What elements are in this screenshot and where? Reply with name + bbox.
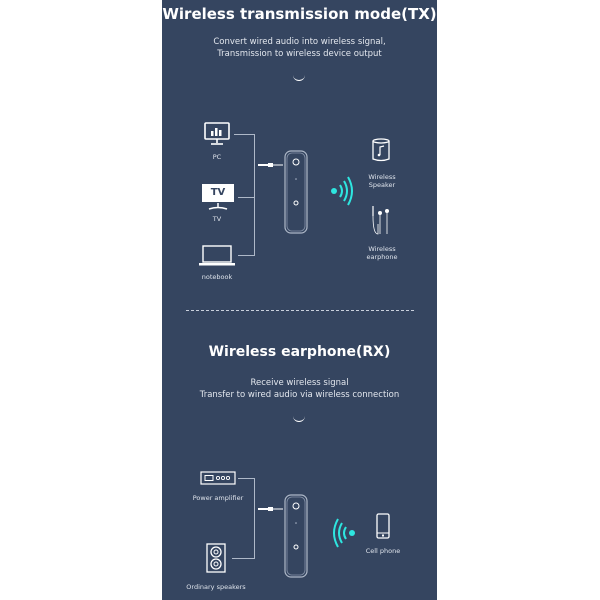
- connector-line: [234, 134, 254, 135]
- connector-line: [238, 255, 254, 256]
- connector-line: [254, 478, 255, 559]
- wireless-signal-icon: [331, 176, 353, 206]
- laptop-icon: [199, 245, 235, 266]
- chevron-down-icon: [293, 415, 305, 422]
- wireless-earphone-label-1: Wireless: [368, 245, 396, 253]
- amplifier-icon: [200, 471, 236, 485]
- rx-subtitle-1: Receive wireless signal: [250, 378, 349, 388]
- section-divider: [186, 310, 414, 311]
- tx-subtitle-2: Transmission to wireless device output: [217, 49, 382, 59]
- earphone-icon: [372, 206, 389, 235]
- pc-label: PC: [212, 153, 222, 161]
- rx-subtitle-2: Transfer to wired audio via wireless con…: [199, 390, 400, 400]
- chevron-down-icon: [293, 74, 305, 81]
- speakers-icon: [206, 543, 226, 573]
- speaker-icon: [372, 138, 390, 162]
- wireless-speaker-label-1: Wireless: [368, 173, 396, 181]
- connector-line: [238, 197, 254, 198]
- connector-line: [254, 134, 255, 256]
- connector-line: [238, 478, 254, 479]
- tv-stand-icon: [208, 203, 228, 210]
- audio-jack-icon: [258, 507, 283, 511]
- audio-jack-icon: [258, 163, 283, 167]
- wireless-earphone-label-2: earphone: [366, 253, 398, 261]
- tx-subtitle-1: Convert wired audio into wireless signal…: [213, 37, 386, 47]
- speakers-label: Ordinary speakers: [186, 583, 246, 591]
- bluetooth-adapter-icon: [284, 494, 308, 578]
- cell-phone-icon: [376, 513, 390, 539]
- rx-title: Wireless earphone(RX): [208, 344, 391, 360]
- notebook-label: notebook: [201, 273, 233, 281]
- infographic-panel: Wireless transmission mode(TX) Convert w…: [162, 0, 437, 600]
- wireless-speaker-label-2: Speaker: [368, 181, 396, 189]
- bluetooth-adapter-icon: [284, 150, 308, 234]
- tx-title: Wireless transmission mode(TX): [162, 5, 437, 23]
- cell-phone-label: Cell phone: [365, 547, 401, 555]
- connector-line: [232, 558, 254, 559]
- amplifier-label: Power amplifier: [192, 494, 244, 502]
- wireless-signal-icon: [333, 518, 355, 548]
- monitor-icon: [204, 122, 230, 145]
- tv-label: TV: [212, 215, 222, 223]
- tv-icon: TV: [202, 184, 234, 202]
